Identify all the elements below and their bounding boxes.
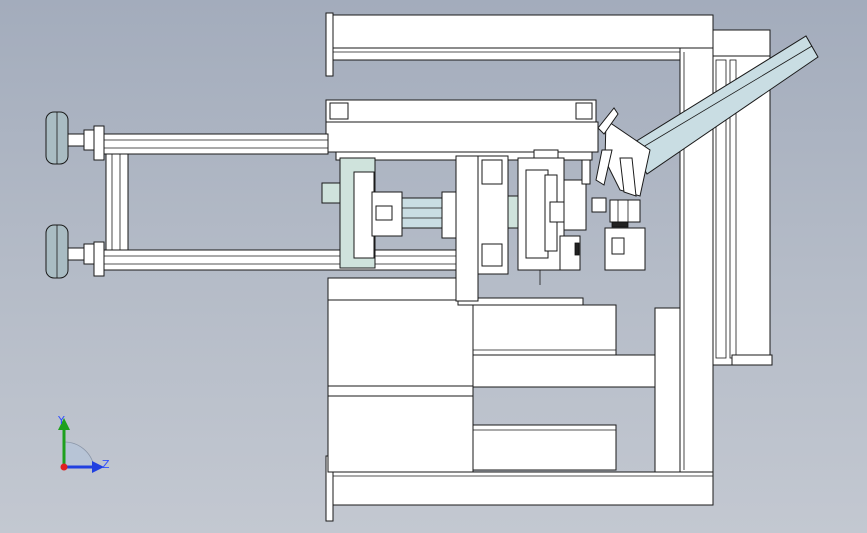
coordinate-triad: Y Z (57, 414, 110, 473)
y-axis-label: Y (57, 414, 65, 427)
x-axis-origin (60, 463, 68, 471)
gripper-mechanism (517, 149, 646, 285)
lower-body-blocks (327, 277, 656, 473)
z-axis-label: Z (102, 458, 110, 471)
diagonal-arm (595, 35, 819, 197)
center-slide (321, 155, 519, 302)
y-axis-arrowhead (58, 418, 70, 430)
triad-plane-patch (63, 441, 95, 468)
z-axis-arrowhead (92, 461, 104, 473)
bottom-beam (325, 455, 714, 522)
left-rail-assembly (45, 111, 461, 279)
top-beam (325, 12, 714, 77)
